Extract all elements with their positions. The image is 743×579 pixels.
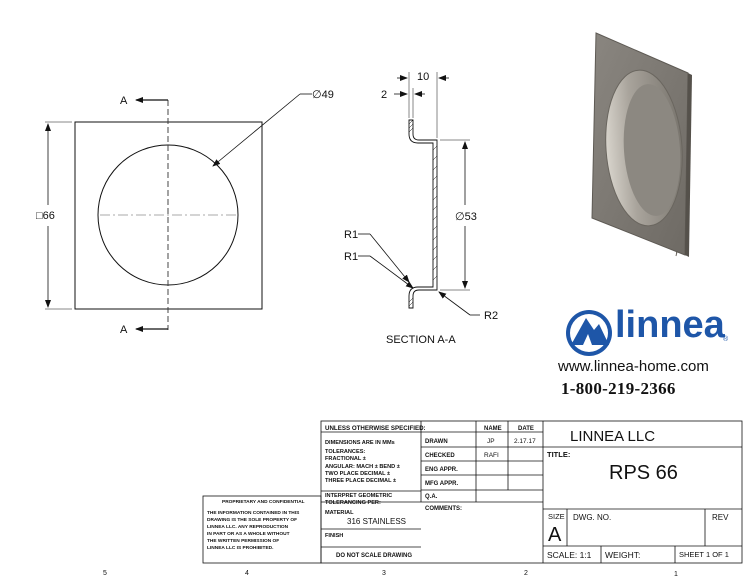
dim-flange: 2 — [381, 89, 387, 101]
title-block — [202, 420, 743, 564]
tb-proprietary-line-6: LINNEA LLC IS PROHIBITED. — [207, 545, 273, 551]
tb-finish-label: FINISH — [325, 533, 343, 539]
radius-label-2: R2 — [484, 310, 498, 322]
tb-proprietary-line-1: THE INFORMATION CONTAINED IN THIS — [207, 510, 300, 516]
dim-circle-diameter: ∅49 — [312, 89, 334, 101]
tb-unless-specified: UNLESS OTHERWISE SPECIFIED: — [325, 425, 426, 432]
tb-size-label: SIZE — [548, 512, 565, 521]
tb-tolerances: TOLERANCES: — [325, 449, 365, 455]
tb-two-place: TWO PLACE DECIMAL ± — [325, 471, 390, 477]
tb-company: LINNEA LLC — [570, 428, 655, 445]
tb-rev-label: REV — [712, 513, 729, 522]
tb-proprietary-line-2: DRAWING IS THE SOLE PROPERTY OF — [207, 517, 297, 523]
tb-dwg-no-label: DWG. NO. — [573, 513, 611, 522]
tb-checked-name: RAFI — [484, 452, 499, 459]
tb-material: 316 STAINLESS — [347, 517, 406, 526]
tb-tolerancing: TOLERANCING PER: — [325, 500, 381, 506]
tb-weight: WEIGHT: — [605, 550, 640, 560]
tb-drawn-name: JP — [487, 438, 495, 445]
iso-render — [591, 32, 692, 257]
tb-drawn-date: 2.17.17 — [514, 438, 536, 445]
section-view: 10 2 ∅53 R1 R1 R2 SECTION A-A — [344, 71, 498, 346]
tb-col-date: DATE — [518, 426, 534, 432]
phone-number: 1-800-219-2366 — [561, 379, 676, 398]
zone-4: 4 — [245, 570, 249, 577]
tb-comments: COMMENTS: — [425, 506, 462, 512]
linnea-logo-wordmark: linnea — [615, 304, 725, 346]
dim-inner-diameter: ∅53 — [455, 211, 477, 223]
tb-col-name: NAME — [484, 426, 502, 432]
tb-angular: ANGULAR: MACH ± BEND ± — [325, 464, 400, 470]
tb-proprietary-line-3: LINNEA LLC. ANY REPRODUCTION — [207, 524, 289, 530]
tb-proprietary-title: PROPRIETARY AND CONFIDENTIAL — [222, 499, 305, 505]
tb-qa: Q.A. — [425, 494, 438, 500]
section-marker-top: A — [120, 95, 128, 107]
tb-mfg-appr: MFG APPR. — [425, 481, 458, 487]
tb-dimensions: DIMENSIONS ARE IN MMs — [325, 440, 395, 446]
linnea-logo-mark — [566, 310, 612, 356]
front-view: A A ∅49 □66 — [36, 89, 334, 336]
tb-eng-appr: ENG APPR. — [425, 467, 458, 473]
dim-square-size: □66 — [36, 210, 55, 222]
tb-title-label: TITLE: — [547, 450, 570, 459]
zone-2: 2 — [524, 570, 528, 577]
tb-title: RPS 66 — [609, 462, 678, 484]
tb-checked-label: CHECKED — [425, 453, 455, 459]
zone-5: 5 — [103, 570, 107, 577]
section-view-label: SECTION A-A — [386, 334, 456, 346]
website-url[interactable]: www.linnea-home.com — [558, 358, 709, 375]
tb-sheet: SHEET 1 OF 1 — [679, 550, 729, 559]
tb-scale: SCALE: 1:1 — [547, 550, 592, 560]
zone-3: 3 — [382, 570, 386, 577]
tb-size: A — [548, 524, 562, 546]
dim-depth: 10 — [417, 71, 429, 83]
tb-three-place: THREE PLACE DECIMAL ± — [325, 478, 396, 484]
tb-interpret: INTERPRET GEOMETRIC — [325, 493, 392, 499]
tb-fractional: FRACTIONAL ± — [325, 456, 366, 462]
tb-proprietary-line-4: IN PART OR AS A WHOLE WITHOUT — [207, 531, 290, 537]
radius-label-1b: R1 — [344, 251, 358, 263]
tb-no-scale: DO NOT SCALE DRAWING — [336, 553, 412, 559]
zone-1: 1 — [674, 571, 678, 578]
tb-material-label: MATERIAL — [325, 510, 354, 516]
section-marker-bottom: A — [120, 324, 128, 336]
radius-label-1a: R1 — [344, 229, 358, 241]
tb-proprietary-line-5: THE WRITTEN PERMISSION OF — [207, 538, 279, 544]
logo-registered-mark: ® — [723, 336, 729, 343]
tb-drawn-label: DRAWN — [425, 439, 448, 445]
